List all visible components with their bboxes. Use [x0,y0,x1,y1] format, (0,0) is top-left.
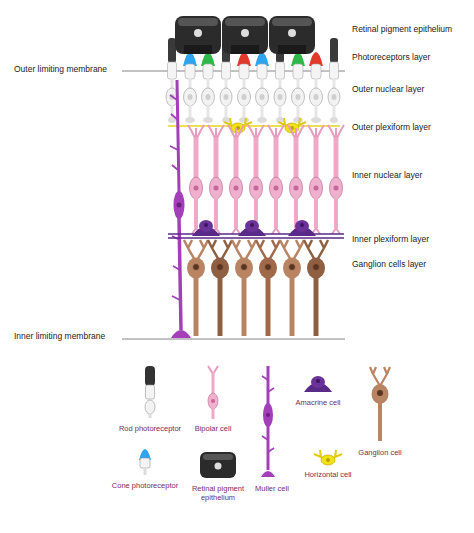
rod-icon [145,366,155,418]
legend-label: Ganglion cell [358,448,401,457]
layer-label: Inner plexiform layer [352,235,429,245]
legend-label: Rod photoreceptor [119,424,181,433]
legend-label: Muller cell [255,484,289,493]
amacrine-icon [304,376,332,392]
ganglion-icon [370,367,390,441]
layer-label: Outer nuclear layer [352,85,424,95]
layer-label: Ganglion cells layer [352,260,426,270]
membrane-label: Inner limiting membrane [14,332,105,342]
membrane-label: Outer limiting membrane [14,65,107,75]
layer-label: Photoreceptors layer [352,53,430,63]
legend-label: Horizontal cell [304,470,351,479]
legend-label: Cone photoreceptor [112,481,178,490]
layer-label: Inner nuclear layer [352,171,422,181]
horizontal-icon [314,450,342,465]
legend-label: Amacrine cell [295,398,340,407]
rpe-icon [200,452,236,478]
legend-label: Retinal pigment epithelium [186,484,250,502]
muller-icon [261,366,275,477]
layer-label: Outer plexiform layer [352,123,431,133]
legend-label: Bipolar cell [195,424,232,433]
layer-label: Retinal pigment epithelium [352,25,452,35]
bipolar-icon [208,366,218,419]
cone-icon [139,449,151,475]
